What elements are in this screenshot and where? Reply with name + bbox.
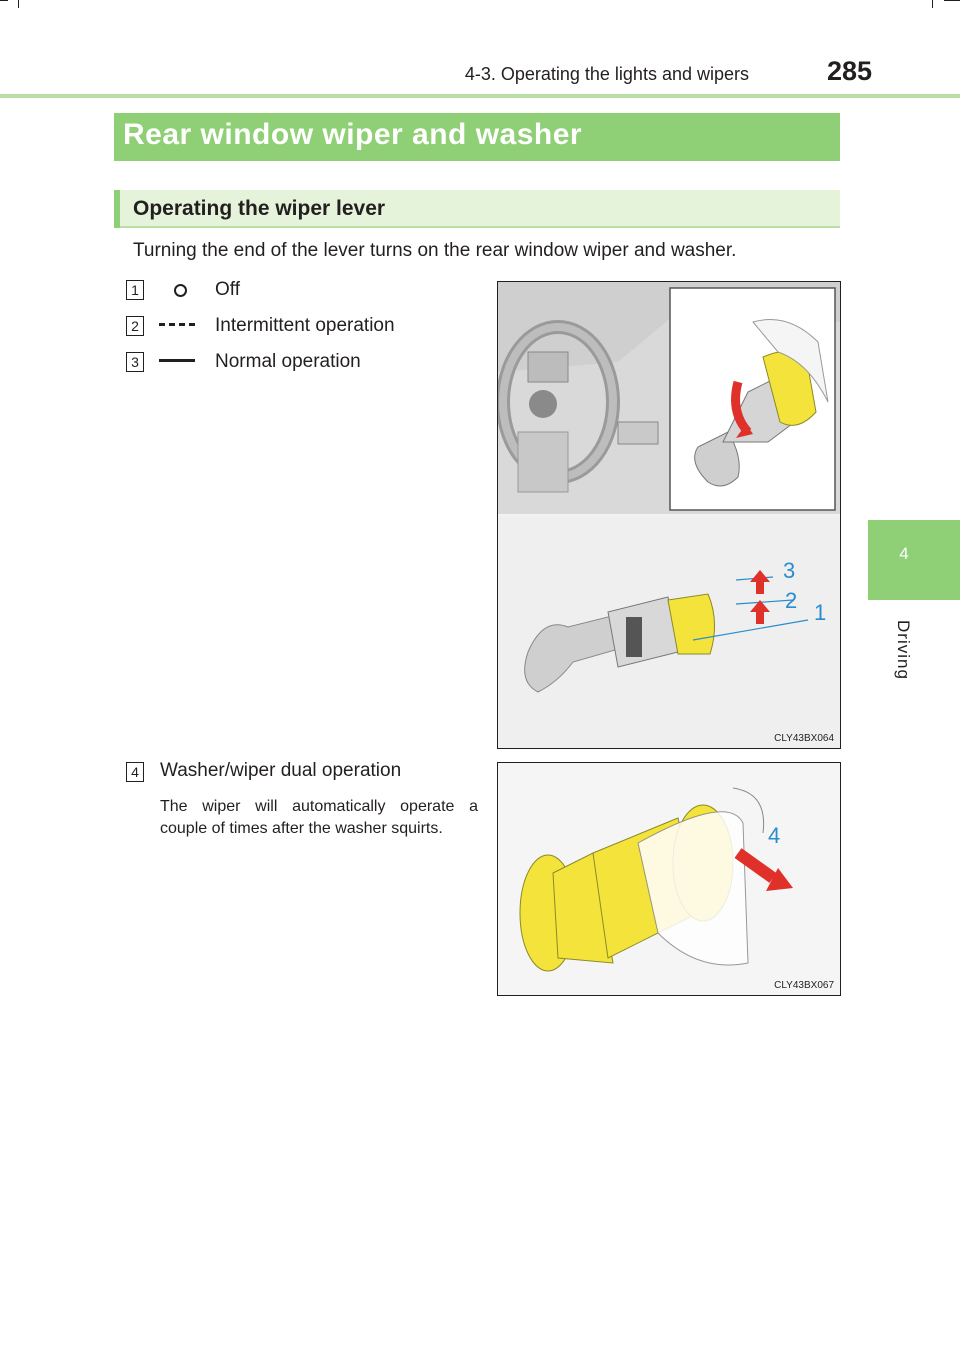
lever-illustration: 3 2 1 (498, 282, 840, 748)
crop-mark (944, 0, 960, 1)
crop-mark (0, 0, 8, 1)
item-number: 3 (126, 352, 144, 372)
intro-text: Turning the end of the lever turns on th… (133, 240, 737, 261)
subsection-accent-bar (114, 190, 120, 228)
item-label-off: Off (215, 279, 240, 300)
section-title: Rear window wiper and washer (123, 118, 583, 151)
subsection-banner (114, 190, 840, 228)
item-number: 4 (126, 762, 144, 782)
callout-2: 2 (785, 588, 797, 613)
item-description: The wiper will automatically operate a c… (160, 798, 478, 837)
dashed-line-icon (159, 323, 195, 326)
washer-illustration: 4 (498, 763, 840, 995)
chapter-title: 4-3. Operating the lights and wipers (464, 64, 749, 84)
page-number: 285 (826, 56, 872, 86)
section-banner (114, 113, 840, 161)
item-label-normal: Normal operation (215, 351, 361, 372)
header-rule (0, 94, 960, 98)
chapter-side-tab (868, 520, 960, 600)
solid-line-icon (159, 359, 195, 362)
item-number: 2 (126, 316, 144, 336)
chapter-tab-label: Driving (894, 620, 913, 680)
subsection-title: Operating the wiper lever (133, 197, 386, 220)
crop-mark (18, 0, 19, 8)
figure-wiper-lever-positions: 3 2 1 CLY43BX064 (497, 281, 841, 749)
item-label-washer: Washer/wiper dual operation (160, 760, 402, 781)
item-number: 1 (126, 280, 144, 300)
callout-4: 4 (768, 823, 780, 848)
figure-code: CLY43BX064 (774, 733, 834, 744)
callout-1: 1 (814, 600, 826, 625)
figure-code: CLY43BX067 (774, 980, 834, 991)
circle-icon (174, 284, 187, 297)
crop-mark (932, 0, 933, 8)
chapter-tab-number: 4 (899, 544, 909, 563)
item-label-intermittent: Intermittent operation (215, 315, 395, 336)
callout-3: 3 (783, 558, 795, 583)
figure-washer-operation: 4 CLY43BX067 (497, 762, 841, 996)
